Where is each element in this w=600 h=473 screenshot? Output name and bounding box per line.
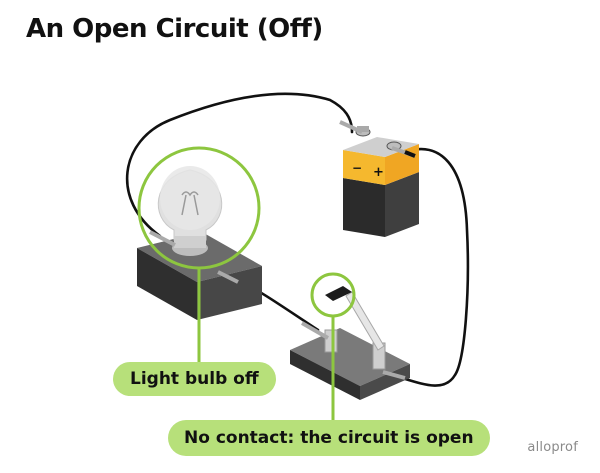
battery-negative-symbol: − (352, 161, 362, 175)
knife-switch (290, 286, 410, 400)
bulb-status-label: Light bulb off (113, 362, 276, 396)
brand-logo: alloprof (527, 440, 578, 455)
wire-battery-positive-to-switch (400, 147, 470, 387)
bulb-base (137, 232, 262, 320)
switch-status-label: No contact: the circuit is open (168, 420, 490, 456)
battery-positive-symbol: + (373, 165, 384, 180)
page-title: An Open Circuit (Off) (26, 14, 323, 44)
wire-bulb-to-battery-negative (125, 92, 354, 238)
label-leader-lines (197, 268, 335, 422)
battery: − + (339, 120, 419, 237)
light-bulb (149, 166, 239, 284)
